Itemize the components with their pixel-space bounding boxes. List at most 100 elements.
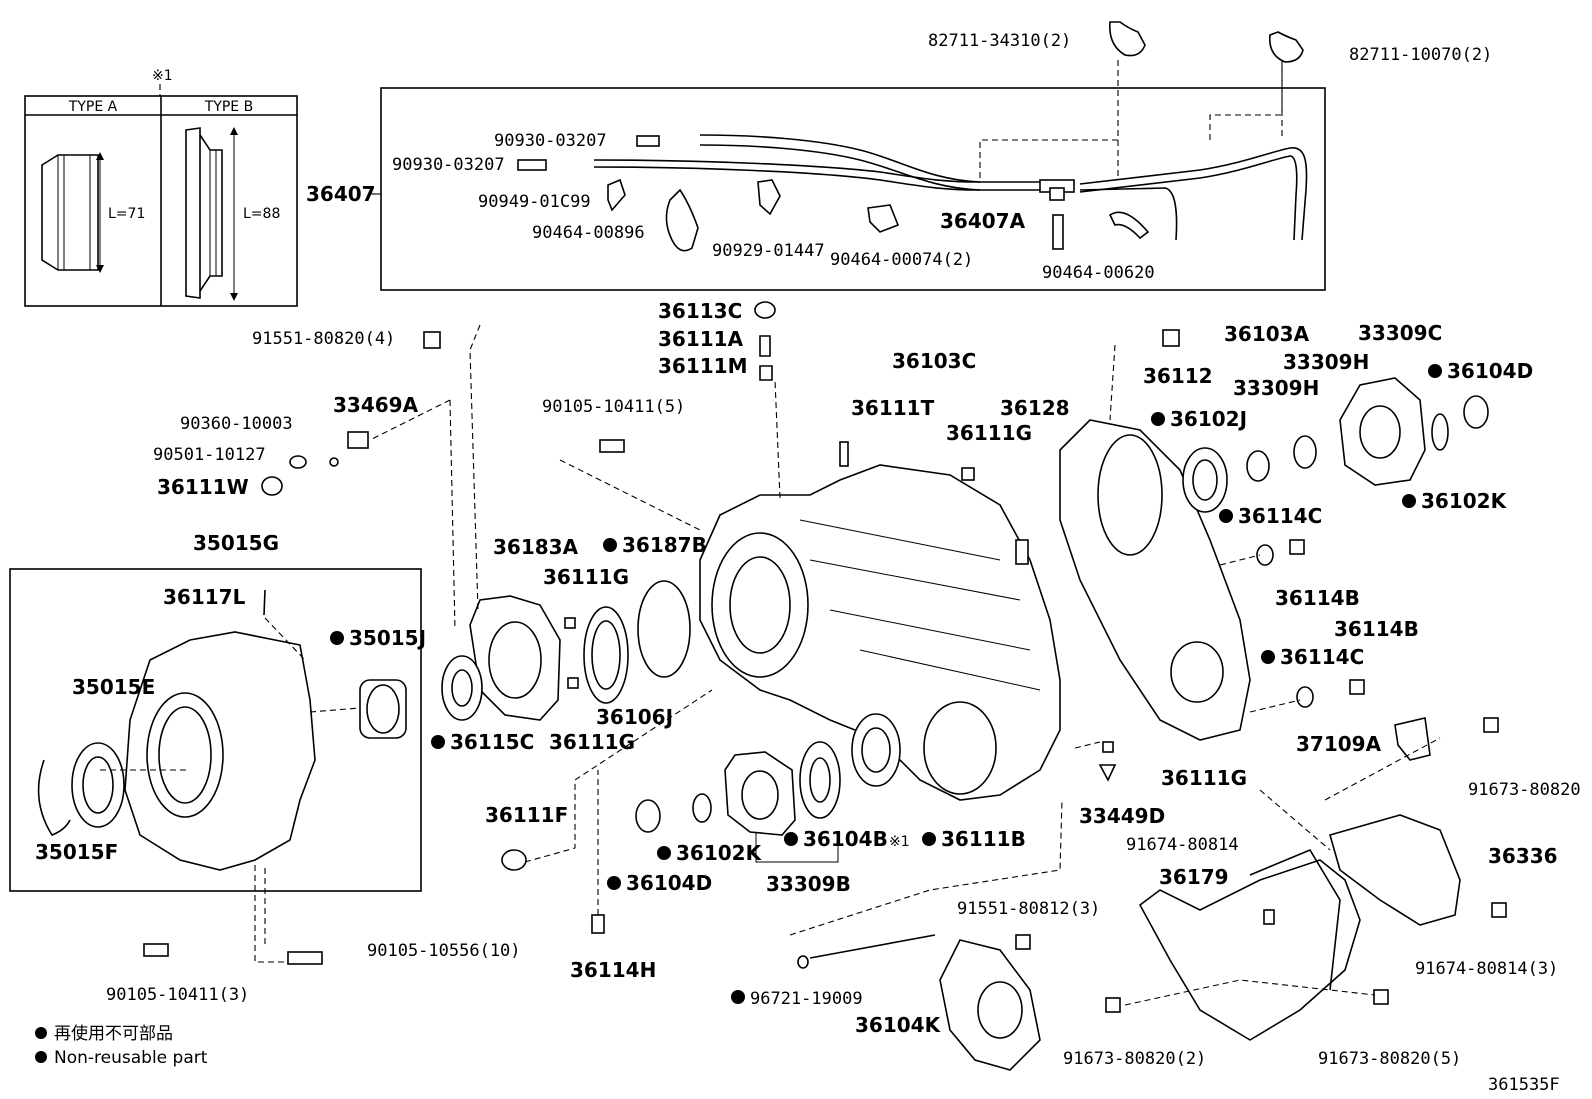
- skid-plate-brackets: [789, 717, 1507, 1071]
- note-mark-p52: ※1: [889, 834, 910, 850]
- non-reusable-dot-p32: [1219, 509, 1233, 523]
- part-label-p12: 36113C: [658, 299, 742, 323]
- part-label-p41: 36114C: [1280, 645, 1364, 669]
- part-label-p02: 82711-10070(2): [1349, 45, 1492, 65]
- hose-assembly-box: 36407: [306, 60, 1326, 291]
- type-b-label: TYPE B: [204, 99, 253, 115]
- part-label-p47: 36111G: [1161, 766, 1247, 790]
- part-label-p03: 90930-03207: [494, 131, 607, 151]
- type-a-label: TYPE A: [68, 99, 118, 115]
- part-label-p24: 90105-10411(5): [542, 397, 685, 417]
- part-label-p08: 90464-00074(2): [830, 250, 973, 270]
- part-label-p53: 91674-80814: [1126, 835, 1239, 855]
- part-label-p67: 91673-80820(2): [1063, 1049, 1206, 1069]
- part-label-p50: 33449D: [1079, 804, 1165, 828]
- non-reusable-dot-p35: [603, 538, 617, 552]
- part-label-p18: 36112: [1143, 364, 1213, 388]
- part-label-p09: 36407A: [940, 209, 1026, 233]
- extension-housing-group: [9, 568, 422, 892]
- part-label-p21: 33309H: [1233, 376, 1319, 400]
- part-label-p35: 36187B: [622, 533, 707, 557]
- legend-en: Non-reusable part: [54, 1048, 208, 1068]
- part-label-p29: 90501-10127: [153, 445, 266, 465]
- part-label-p11: 91551-80820(4): [252, 329, 395, 349]
- part-label-p34: 36183A: [493, 535, 579, 559]
- hose-assembly-ref: 36407: [306, 182, 376, 206]
- non-reusable-dot-p59: [607, 876, 621, 890]
- part-label-p07: 90929-01447: [712, 241, 825, 261]
- part-label-p04: 90930-03207: [392, 155, 505, 175]
- part-label-p28: 36111G: [946, 421, 1032, 445]
- part-label-p40: 36114B: [1334, 617, 1419, 641]
- part-label-p23: 33469A: [333, 393, 419, 417]
- part-label-p06: 90464-00896: [532, 223, 645, 243]
- non-reusable-dot-p39: [330, 631, 344, 645]
- part-label-p27: 36102J: [1170, 407, 1247, 431]
- part-label-p13: 36111A: [658, 327, 744, 351]
- part-label-p14: 36111M: [658, 354, 747, 378]
- legend-dot-en: [35, 1051, 47, 1063]
- part-label-p46: 37109A: [1296, 732, 1382, 756]
- part-label-p16: 36103A: [1224, 322, 1310, 346]
- part-label-p68: 91673-80820(5): [1318, 1049, 1461, 1069]
- part-label-p43: 36106J: [596, 705, 673, 729]
- part-label-p20: 36104D: [1447, 359, 1533, 383]
- part-label-p30: 36111W: [157, 475, 249, 499]
- part-label-p31: 36102K: [1421, 489, 1508, 513]
- hose-clips: [1108, 21, 1304, 63]
- transfer-case-housing: [559, 379, 1101, 801]
- oil-pump-parts: [441, 580, 691, 721]
- front-case-cover: [1059, 329, 1489, 741]
- part-labels: 82711-34310(2) 82711-10070(2) 90930-03207 9…: [35, 31, 1581, 1069]
- part-label-p26: 36128: [1000, 396, 1070, 420]
- part-label-p55: 36102K: [676, 841, 763, 865]
- non-reusable-dot-p44: [431, 735, 445, 749]
- part-label-p58: 33309B: [766, 872, 851, 896]
- part-label-p32: 36114C: [1238, 504, 1322, 528]
- non-reusable-dot-p55: [657, 846, 671, 860]
- part-label-p60: 91551-80812(3): [957, 899, 1100, 919]
- part-label-p37: 36117L: [163, 585, 246, 609]
- type-a-seal: L=71: [41, 152, 145, 273]
- part-label-p17: 33309C: [1358, 321, 1442, 345]
- non-reusable-dot-p31: [1402, 494, 1416, 508]
- part-label-p61: 90105-10556(10): [367, 941, 521, 961]
- figure-code: 361535F: [1488, 1075, 1560, 1095]
- legend-dot-jp: [35, 1027, 47, 1039]
- part-label-p64: 90105-10411(3): [106, 985, 249, 1005]
- part-label-p36: 36111G: [543, 565, 629, 589]
- part-label-p63: 91674-80814(3): [1415, 959, 1558, 979]
- part-label-p25: 36111T: [851, 396, 935, 420]
- part-label-p15: 36103C: [892, 349, 976, 373]
- part-label-p22: 90360-10003: [180, 414, 293, 434]
- part-label-p56: 36336: [1488, 844, 1558, 868]
- part-label-p49: 36111F: [485, 803, 568, 827]
- part-label-p45: 36111G: [549, 730, 635, 754]
- type-b-length: L=88: [243, 206, 280, 222]
- part-label-p33: 35015G: [193, 531, 279, 555]
- non-reusable-dot-p41: [1261, 650, 1275, 664]
- type-a-length: L=71: [108, 206, 145, 222]
- left-bolts: [143, 301, 776, 965]
- part-label-p05: 90949-01C99: [478, 192, 591, 212]
- part-label-p19: 33309H: [1283, 350, 1369, 374]
- part-label-p01: 82711-34310(2): [928, 31, 1071, 51]
- type-inset: ※1 TYPE A TYPE B L=71 L=88: [24, 68, 298, 307]
- part-label-p38: 36114B: [1275, 586, 1360, 610]
- part-label-p57: 36179: [1159, 865, 1229, 889]
- part-label-p39: 35015J: [349, 626, 426, 650]
- part-label-p59: 36104D: [626, 871, 712, 895]
- type-b-seal: L=88: [185, 127, 280, 301]
- legend: 再使用不可部品 Non-reusable part: [35, 1023, 208, 1068]
- part-label-p65: 96721-19009: [750, 989, 863, 1009]
- legend-jp: 再使用不可部品: [54, 1023, 173, 1044]
- part-label-p44: 36115C: [450, 730, 534, 754]
- non-reusable-dot-p52: [922, 832, 936, 846]
- part-label-p62: 36114H: [570, 958, 656, 982]
- part-label-p66: 36104K: [855, 1013, 942, 1037]
- part-label-p51: 36104B: [803, 827, 888, 851]
- non-reusable-dot-p65: [731, 990, 745, 1004]
- non-reusable-dot-p27: [1151, 412, 1165, 426]
- part-label-p52: 36111B: [941, 827, 1026, 851]
